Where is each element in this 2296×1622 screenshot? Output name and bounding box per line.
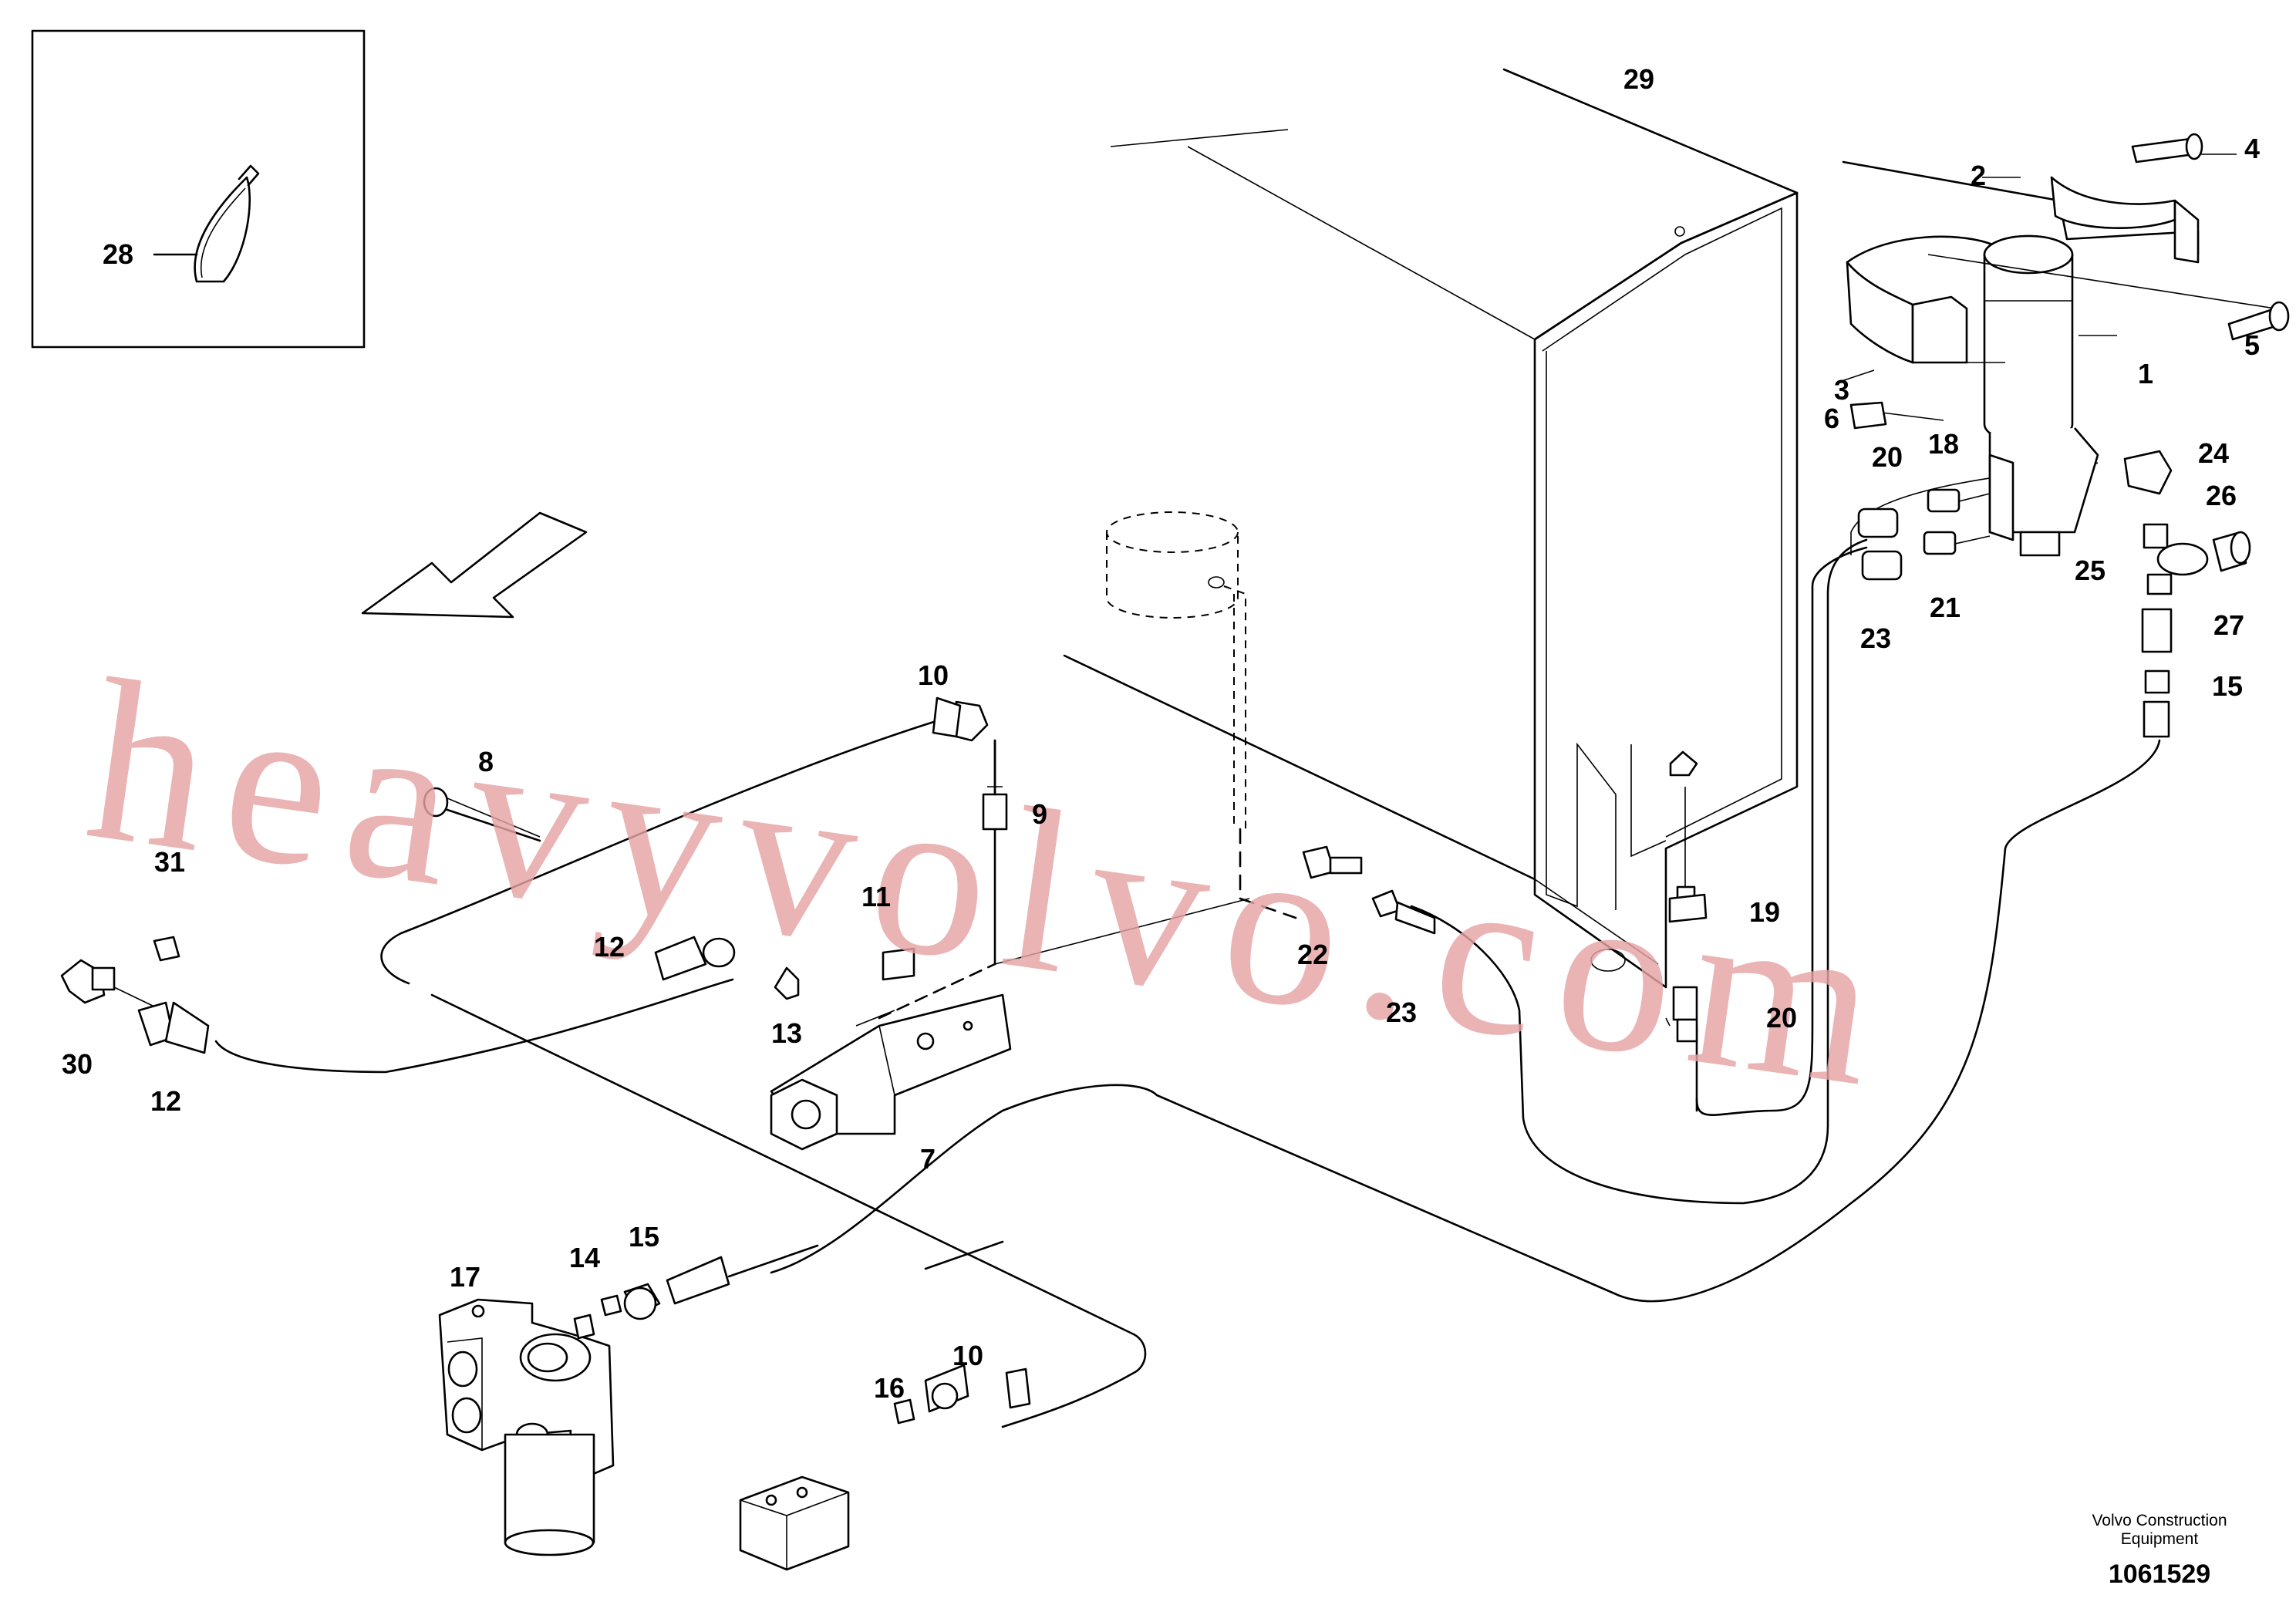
callout-8: 8 xyxy=(478,746,494,777)
valve-assembly xyxy=(423,696,1250,1151)
callout-21: 21 xyxy=(1930,592,1961,623)
callout-6: 6 xyxy=(1824,403,1839,434)
callout-leaders xyxy=(1110,129,2117,383)
callout-1: 1 xyxy=(2138,358,2153,389)
callout-19: 19 xyxy=(1749,896,1780,928)
callout-31: 31 xyxy=(154,846,185,878)
callout-18: 18 xyxy=(1928,428,1959,460)
callout-24: 24 xyxy=(2198,437,2229,469)
callout-14: 14 xyxy=(569,1242,600,1273)
callout-3: 3 xyxy=(1834,374,1849,406)
callout-29: 29 xyxy=(1623,63,1654,95)
callout-27: 27 xyxy=(2213,609,2244,641)
callout-20a: 20 xyxy=(1872,441,1903,473)
fittings-left xyxy=(60,936,210,1054)
callout-30: 30 xyxy=(62,1048,93,1080)
hydraulic-tank xyxy=(1063,68,1799,989)
callout-10a: 10 xyxy=(918,659,949,691)
callout-12b: 12 xyxy=(150,1085,181,1117)
callout-15b: 15 xyxy=(2212,670,2243,702)
callout-15a: 15 xyxy=(629,1221,659,1253)
callout-17: 17 xyxy=(450,1261,480,1293)
callout-10b: 10 xyxy=(952,1340,983,1371)
callout-20b: 20 xyxy=(1766,1002,1797,1034)
callout-23b: 23 xyxy=(1860,622,1891,654)
callout-9: 9 xyxy=(1032,798,1047,830)
callout-5: 5 xyxy=(2244,329,2260,361)
credit-line-1: Volvo Construction xyxy=(2092,1512,2227,1529)
callout-11: 11 xyxy=(861,881,891,912)
cable-tie-inset xyxy=(31,29,366,349)
filler-cap-outline xyxy=(1106,511,1297,919)
callout-labels: 1 2 3 4 5 6 7 8 9 10 10 11 12 12 13 14 1… xyxy=(62,63,2260,1404)
callout-23a: 23 xyxy=(1386,996,1417,1028)
fittings-right xyxy=(1665,450,2251,1043)
credit-line-2: Equipment xyxy=(2121,1530,2199,1548)
callout-25: 25 xyxy=(2075,555,2106,586)
steering-unit xyxy=(438,1244,1031,1571)
fittings-middle xyxy=(1302,845,1436,935)
callout-12a: 12 xyxy=(594,931,625,963)
callout-7: 7 xyxy=(920,1143,936,1175)
callout-22: 22 xyxy=(1297,939,1328,970)
callout-4: 4 xyxy=(2244,133,2260,164)
callout-26: 26 xyxy=(2206,480,2237,511)
credit-block: Volvo Construction Equipment 1061529 xyxy=(2092,1512,2227,1589)
direction-arrow xyxy=(361,511,588,619)
document-number: 1061529 xyxy=(2109,1560,2210,1589)
callout-13: 13 xyxy=(771,1017,802,1049)
callout-16: 16 xyxy=(874,1372,905,1404)
callout-28: 28 xyxy=(103,238,133,270)
filter-assembly xyxy=(1842,133,2290,557)
callout-2: 2 xyxy=(1971,160,1986,191)
